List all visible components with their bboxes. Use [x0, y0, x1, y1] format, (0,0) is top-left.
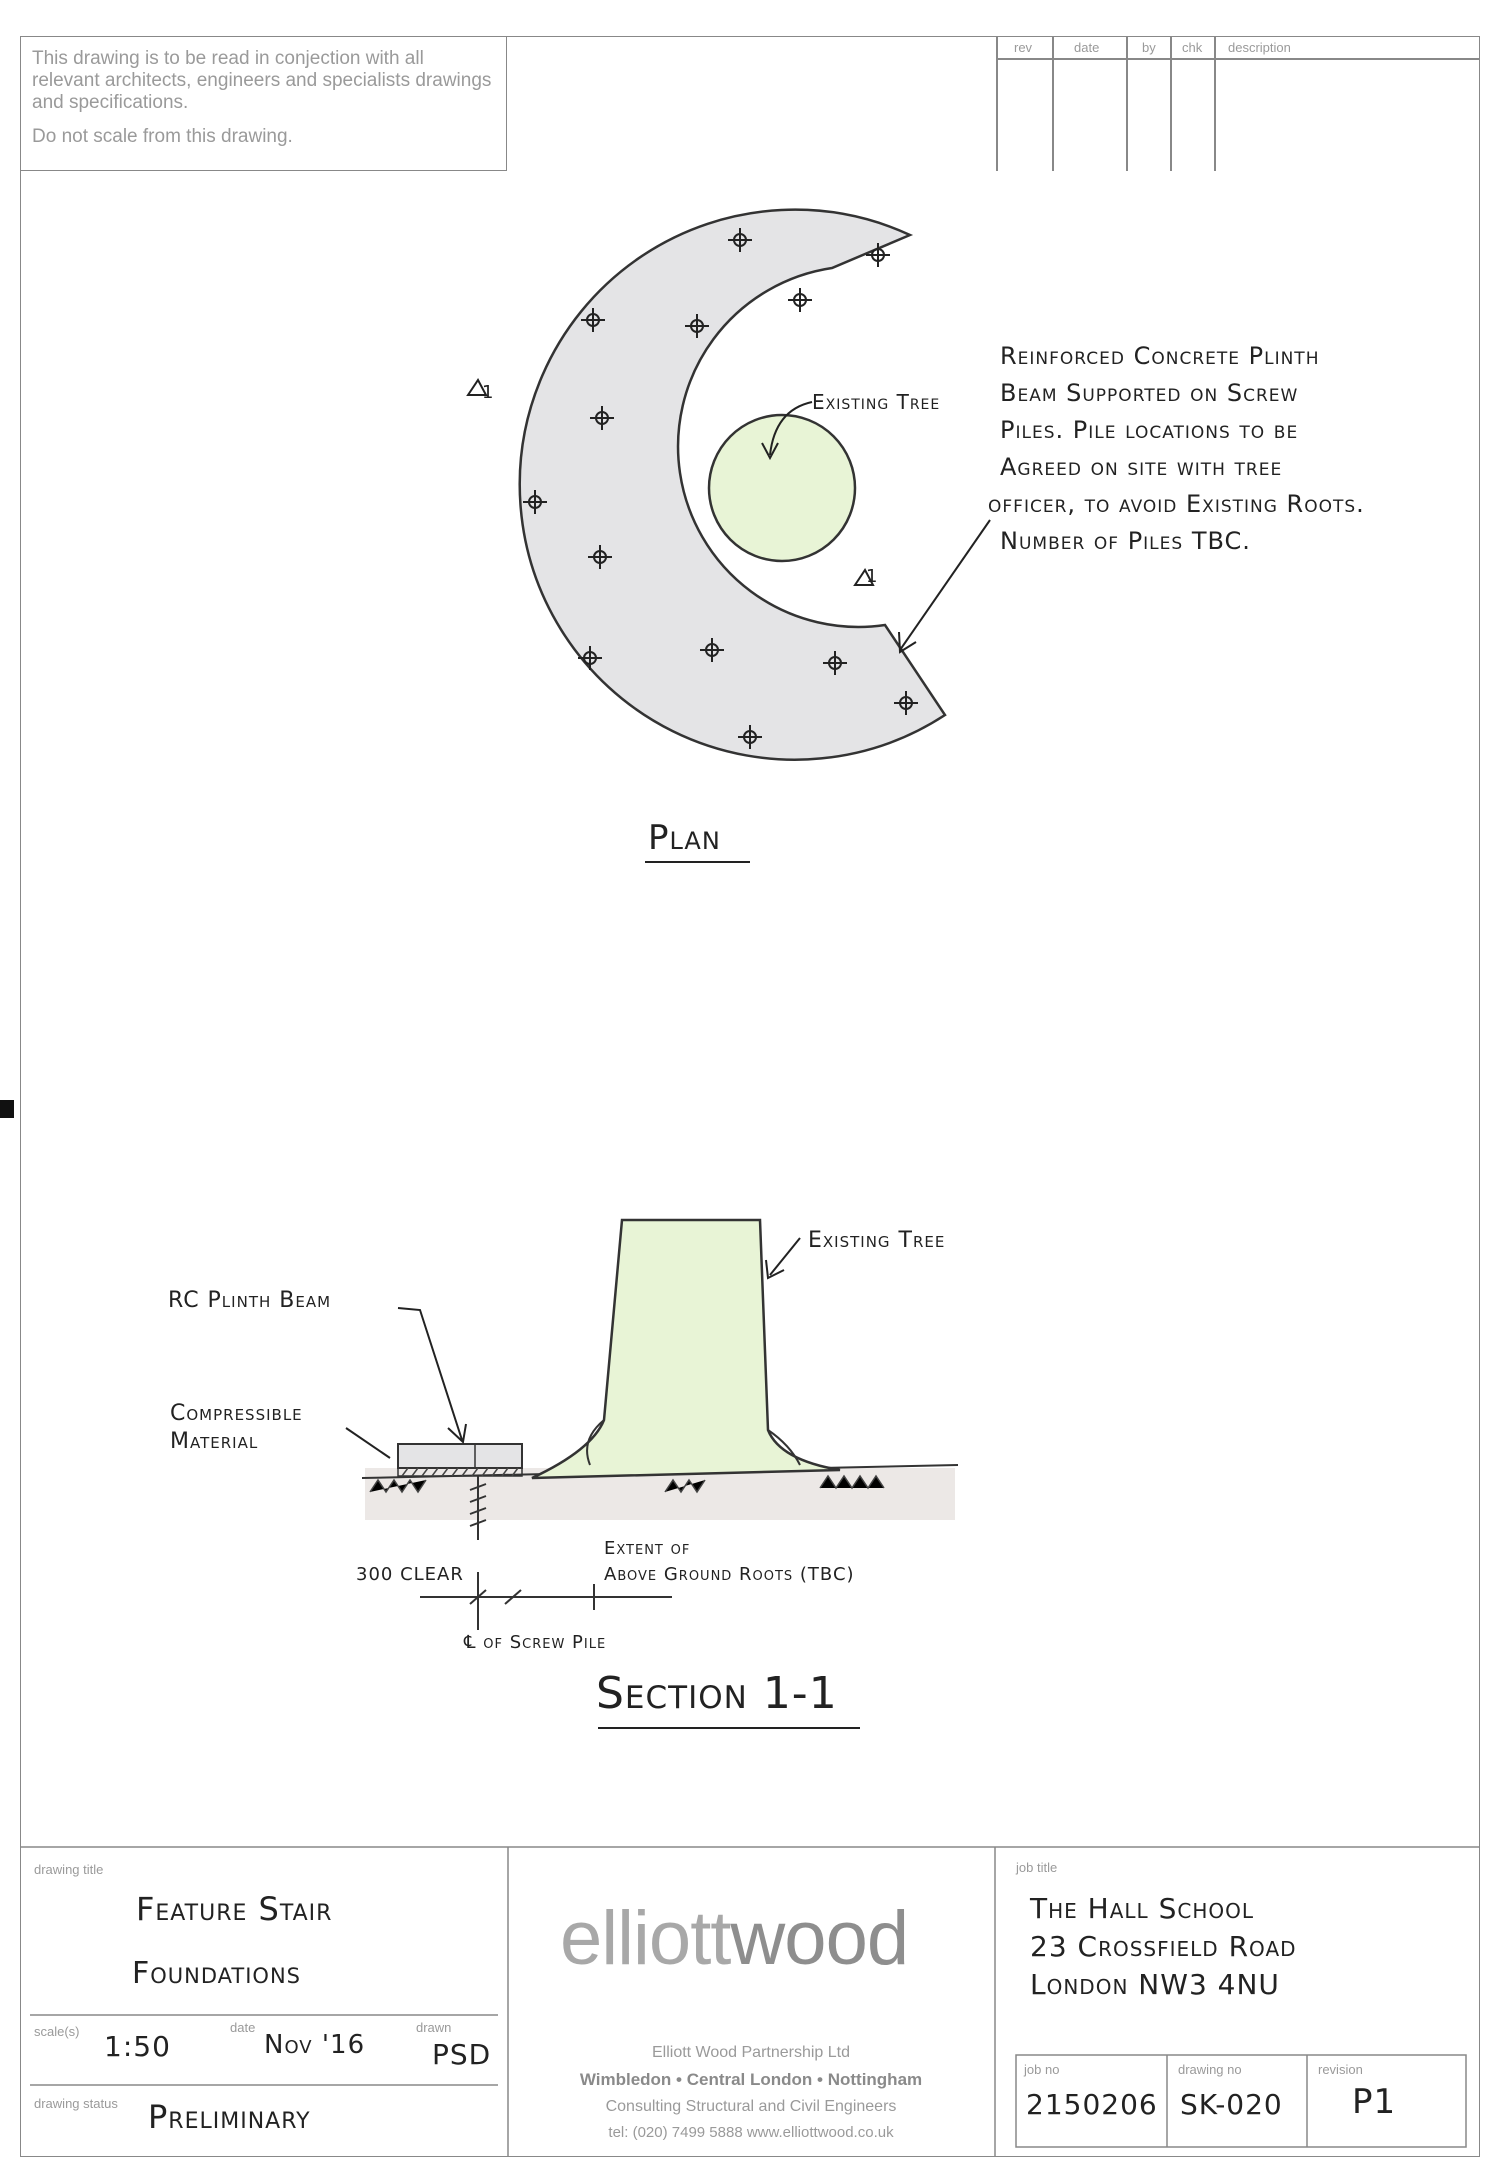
title-block-frame: [20, 1846, 1480, 2157]
plan-note-leader: [899, 519, 991, 651]
general-note-do-not-scale: Do not scale from this drawing.: [32, 126, 293, 147]
section-beam-label: RC Plinth Beam: [168, 1288, 332, 1313]
section-compressible-line1: Compressible: [170, 1401, 303, 1426]
section-compressible-label: Compressible Material: [170, 1400, 303, 1456]
plan-note-line: Number of Piles TBC.: [1000, 527, 1251, 555]
drawing-title-line1: Feature Stair: [136, 1890, 333, 1928]
section-pile-label: ℄ of Screw Pile: [464, 1632, 607, 1653]
plan-title: Plan: [648, 818, 721, 858]
drawing-title-caption: drawing title: [34, 1862, 104, 1877]
plan-note-line: Agreed on site with tree: [1000, 453, 1283, 481]
plan-plinth-beam: [518, 208, 947, 761]
section-screw-pile: [469, 1476, 487, 1540]
firm-contact: tel: (020) 7499 5888 www.elliottwood.co.…: [608, 2124, 894, 2141]
revision-caption: revision: [1318, 2062, 1363, 2077]
date-value: Nov '16: [264, 2030, 366, 2060]
drawn-caption: drawn: [416, 2020, 452, 2035]
section-title: Section 1-1: [596, 1668, 838, 1719]
section-extent-label: Extent of Above Ground Roots (TBC): [604, 1536, 855, 1588]
elliottwood-logo: elliottwood: [560, 1895, 909, 1982]
scale-caption: scale(s): [34, 2024, 80, 2039]
rev-header-by: by: [1142, 40, 1156, 55]
section-tree-trunk: [531, 1218, 841, 1480]
plan-section-marker-bottom-label: 1: [866, 566, 879, 587]
revision-value: P1: [1352, 2082, 1397, 2122]
drawing-status-value: Preliminary: [148, 2098, 311, 2136]
drawing-no-value: SK-020: [1180, 2088, 1283, 2121]
plan-tree-leader: [769, 401, 813, 456]
date-caption: date: [230, 2020, 256, 2035]
plan-tree-label: Existing Tree: [812, 390, 941, 414]
firm-offices: Wimbledon • Central London • Nottingham: [579, 2070, 923, 2089]
section-tree-label: Existing Tree: [808, 1228, 946, 1253]
drawing-no-caption: drawing no: [1178, 2062, 1242, 2077]
firm-name: Elliott Wood Partnership Ltd: [651, 2044, 851, 2061]
plan-existing-tree: [707, 413, 857, 563]
rev-header-chk: chk: [1182, 40, 1203, 55]
job-title: The Hall School 23 Crossfield Road Londo…: [1030, 1890, 1297, 2004]
general-notes-box: This drawing is to be read in conjection…: [20, 36, 507, 171]
logo-text-light: elliott: [560, 1896, 731, 1981]
plan-section-marker-top: [466, 378, 488, 396]
sheet-edge-mark: [0, 1100, 14, 1118]
section-compressible-layer: [397, 1467, 523, 1477]
firm-services: Consulting Structural and Civil Engineer…: [605, 2098, 897, 2115]
plan-screw-piles: [523, 228, 918, 749]
plan-note-line: Reinforced Concrete Plinth: [1000, 342, 1320, 370]
job-no-caption: job no: [1024, 2062, 1060, 2077]
section-clear-label: 300 CLEAR: [356, 1564, 464, 1585]
drawing-status-caption: drawing status: [34, 2096, 118, 2111]
job-title-line2: 23 Crossfield Road: [1030, 1930, 1297, 1963]
rev-header-description: description: [1228, 40, 1291, 55]
job-title-line3: London NW3 4NU: [1030, 1968, 1280, 2001]
plan-note-line: Beam Supported on Screw: [1000, 379, 1299, 407]
section-ground-hatching: [369, 1474, 885, 1494]
logo-text-dark: wood: [730, 1896, 909, 1981]
rev-header-rev: rev: [1014, 40, 1033, 55]
scale-value: 1:50: [104, 2030, 171, 2063]
drawn-value: PSD: [432, 2038, 492, 2071]
plan-section-marker-bottom: [853, 568, 875, 586]
job-title-caption: job title: [1016, 1860, 1058, 1875]
plan-note: Reinforced Concrete Plinth Beam Supporte…: [988, 338, 1365, 560]
section-compressible-line2: Material: [170, 1429, 259, 1454]
section-tree-roots: [586, 1419, 801, 1466]
section-plinth-beam: [397, 1443, 523, 1469]
plan-section-marker-top-label: 1: [482, 382, 495, 403]
plan-note-line: officer, to avoid Existing Roots.: [988, 490, 1365, 518]
rev-header-date: date: [1074, 40, 1100, 55]
drawing-title-line2: Foundations: [132, 1956, 301, 1991]
job-title-line1: The Hall School: [1030, 1892, 1255, 1925]
plan-note-line: Piles. Pile locations to be: [1000, 416, 1299, 444]
section-extent-line2: Above Ground Roots (TBC): [604, 1564, 855, 1585]
general-note-read-with: This drawing is to be read in conjection…: [32, 48, 492, 113]
job-no-value: 2150206: [1026, 2088, 1158, 2121]
section-extent-line1: Extent of: [604, 1538, 691, 1559]
